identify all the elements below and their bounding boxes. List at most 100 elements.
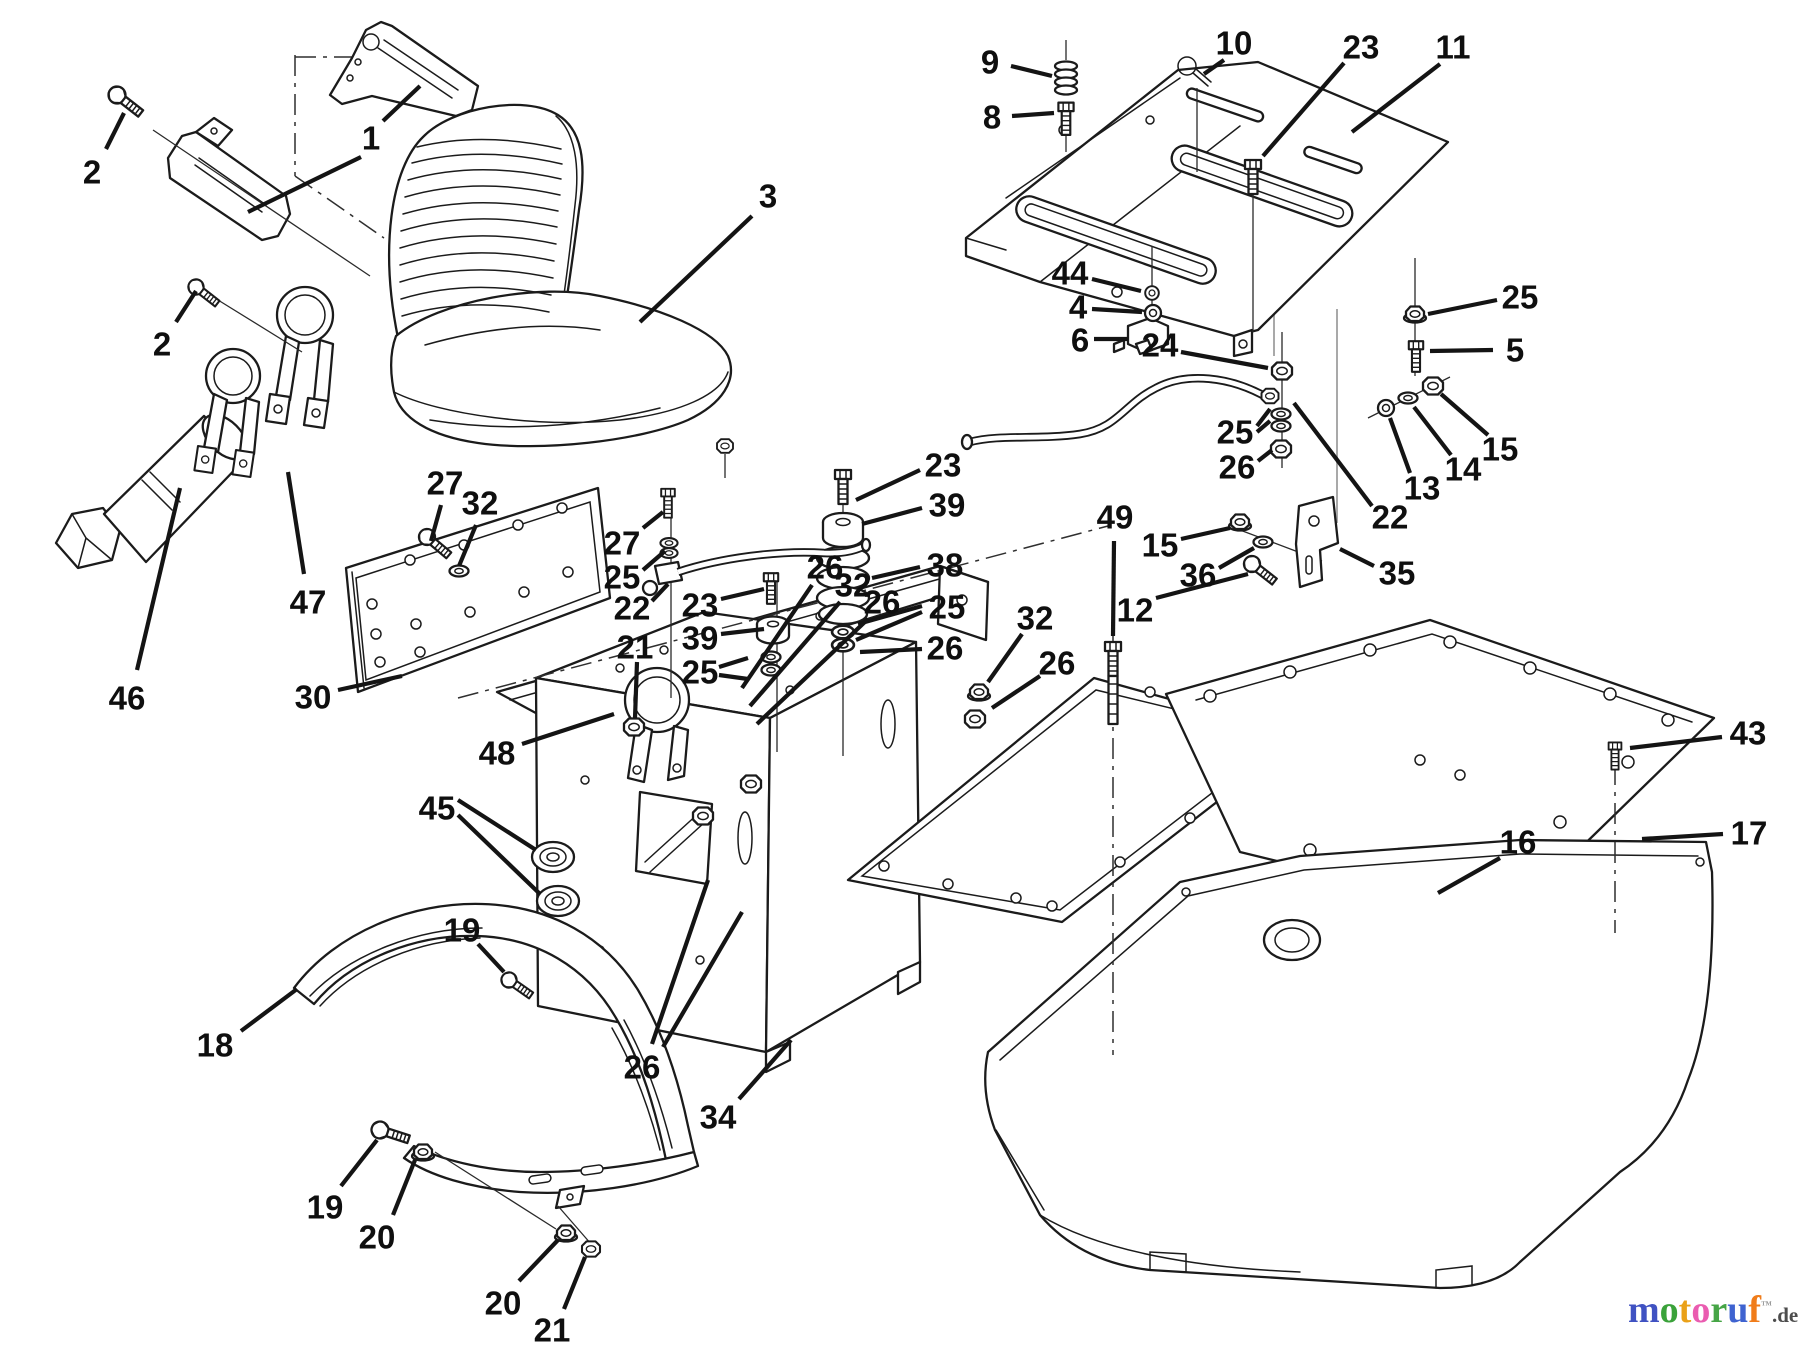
callout-leader (456, 813, 542, 896)
callout-leader (339, 1138, 379, 1188)
callout-leader (247, 155, 362, 214)
callout-19: 19 (307, 1189, 344, 1226)
callout-46: 46 (109, 680, 146, 717)
callout-leader (740, 583, 814, 690)
nut-26-a (1269, 439, 1293, 459)
part-clamp-47-b (193, 347, 262, 479)
nut-21-b (580, 1240, 602, 1258)
callout-leader (1217, 546, 1256, 570)
nut-26-right (963, 709, 987, 729)
callout-leader (661, 910, 744, 1049)
callout-2: 2 (83, 154, 101, 191)
callout-leader (737, 1038, 793, 1101)
washer-25-a (1270, 407, 1292, 421)
callout-25: 25 (604, 559, 641, 596)
callout-leader (855, 610, 923, 642)
nut-26-frame-b (739, 774, 763, 794)
nut-15-left (1227, 513, 1253, 532)
callout-19: 19 (444, 912, 481, 949)
watermark-letter: u (1727, 1289, 1749, 1331)
callout-leader (381, 84, 422, 123)
watermark-letter: o (1691, 1289, 1711, 1331)
callout-leader (1155, 571, 1249, 601)
callout-leader (1292, 401, 1374, 508)
callout-leader (1439, 392, 1490, 437)
bolt-19-a (497, 968, 537, 1003)
callout-32: 32 (1017, 600, 1054, 637)
callout-leader (871, 564, 921, 581)
callout-27: 27 (427, 465, 464, 502)
callout-8: 8 (983, 99, 1001, 136)
callout-leader (650, 582, 670, 603)
callout-15: 15 (1482, 431, 1519, 468)
bolt-5 (1407, 340, 1425, 373)
callout-leader (1011, 110, 1055, 119)
callout-leader (1091, 276, 1142, 294)
callout-leader (986, 632, 1024, 684)
callout-leader (1180, 349, 1269, 371)
callout-21: 21 (534, 1312, 571, 1349)
callout-leader (1388, 417, 1412, 474)
callout-leader (428, 504, 444, 542)
callout-leader (1350, 62, 1442, 134)
callout-1: 1 (362, 120, 380, 157)
callout-leader (517, 1238, 560, 1283)
part-clamp-47-a (264, 285, 335, 430)
callout-23: 23 (1343, 29, 1380, 66)
cotter-pin-10 (1177, 56, 1212, 87)
callout-44: 44 (1052, 255, 1089, 292)
callout-26: 26 (624, 1049, 661, 1086)
callout-26: 26 (927, 630, 964, 667)
bolt-27-stack (641, 487, 684, 597)
callout-leader (641, 510, 665, 530)
callout-leader (174, 289, 198, 324)
callout-11: 11 (1436, 29, 1471, 66)
callout-23: 23 (682, 587, 719, 624)
watermark-letter: f (1748, 1289, 1761, 1331)
callout-leader (134, 487, 183, 671)
callout-25: 25 (682, 654, 719, 691)
callout-leader (456, 798, 538, 852)
callout-20: 20 (485, 1285, 522, 1322)
callout-leader (457, 524, 478, 567)
washer-4 (1143, 303, 1163, 323)
callout-leader (755, 617, 870, 726)
callout-leader (1427, 297, 1498, 317)
hardware (103, 56, 1623, 1258)
callout-15: 15 (1142, 527, 1179, 564)
washer-44 (1144, 285, 1160, 301)
part-seat-mount-bracket-upper-1 (328, 20, 480, 118)
callout-leader (1641, 831, 1724, 842)
callout-24: 24 (1142, 327, 1179, 364)
bolt-2-b (184, 275, 224, 311)
part-frame-34 (534, 610, 922, 1074)
callout-47: 47 (290, 584, 327, 621)
nut-20-b (553, 1224, 579, 1243)
callout-18: 18 (197, 1027, 234, 1064)
watermark-letter: o (1659, 1289, 1679, 1331)
bolt-8 (1057, 101, 1075, 136)
bolt-49 (1103, 640, 1123, 726)
callout-leader (718, 672, 749, 682)
callout-3: 3 (759, 178, 777, 215)
part-seat-mount-bracket-lower-1 (166, 116, 292, 242)
part-deck-16 (984, 838, 1714, 1290)
callout-35: 35 (1379, 555, 1416, 592)
callout-labels: 2123464730484519181920202134262732272522… (83, 25, 1768, 1349)
callout-39: 39 (929, 487, 966, 524)
hose-end (960, 433, 974, 451)
watermark-motoruf[interactable]: motoruf™.de (1628, 1291, 1798, 1329)
callout-32: 32 (835, 567, 872, 604)
part-fender-18 (292, 902, 700, 1210)
callout-6: 6 (1071, 322, 1089, 359)
callout-30: 30 (295, 679, 332, 716)
washer-13 (1376, 398, 1396, 418)
callout-25: 25 (929, 589, 966, 626)
callout-leader (1010, 63, 1053, 79)
callout-22: 22 (1372, 499, 1409, 536)
callout-leader (990, 674, 1042, 710)
nut-24 (1270, 361, 1294, 381)
washer-32-a (448, 564, 470, 578)
nut-25-right (1402, 305, 1428, 324)
